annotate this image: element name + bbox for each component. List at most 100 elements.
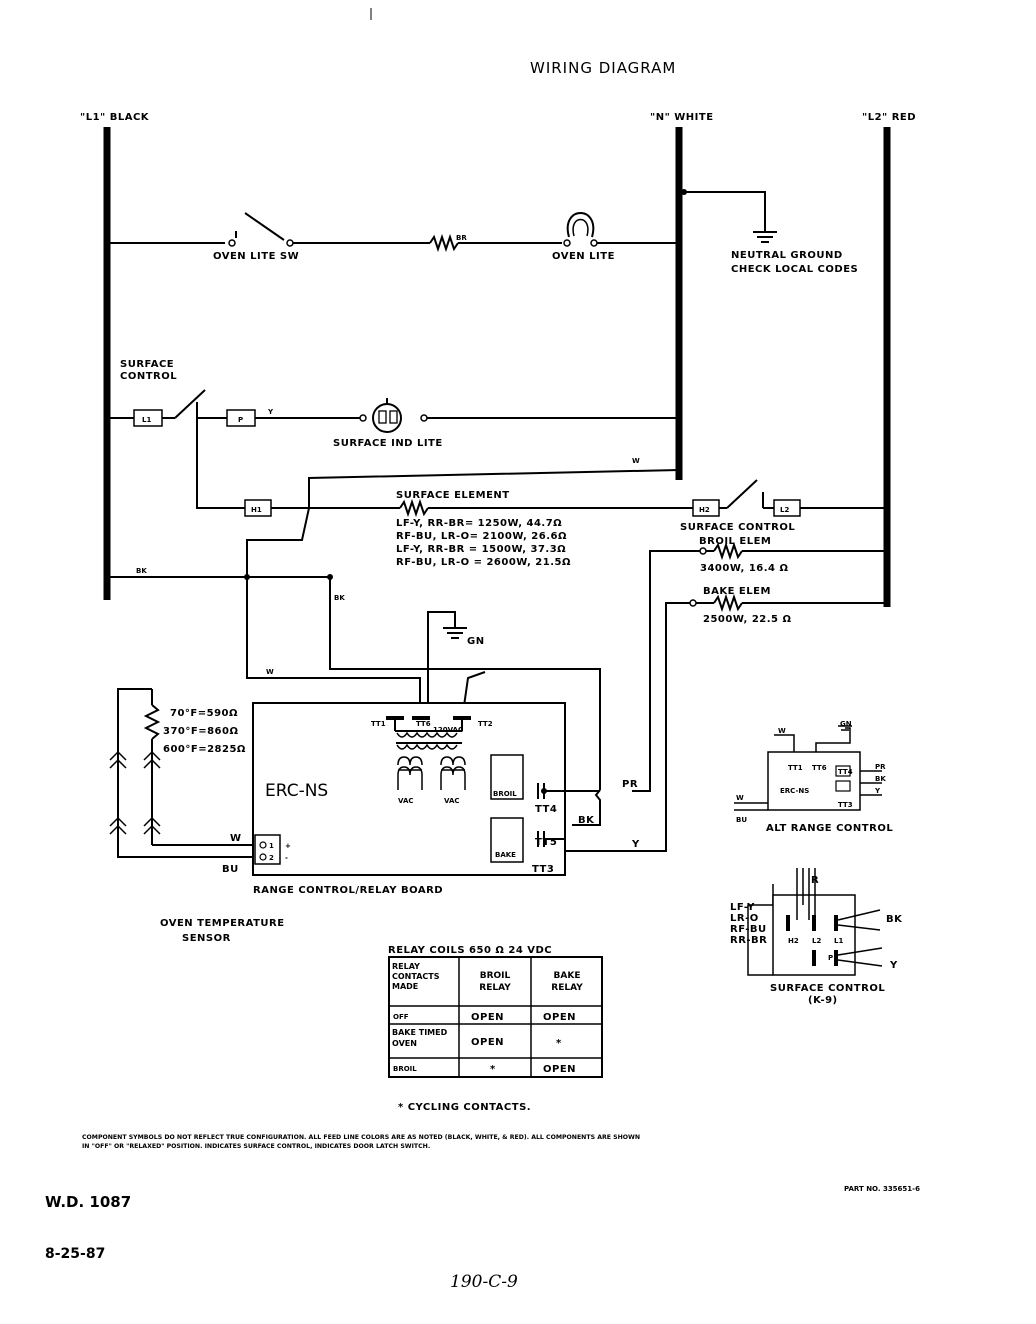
br-wire-label: BR xyxy=(456,234,467,242)
relay-col-bake: BAKE RELAY xyxy=(551,971,583,993)
tt5-label: TT5 xyxy=(535,837,557,848)
k9-caption-2: (K-9) xyxy=(808,995,838,1006)
oven-lite-circuit xyxy=(104,212,682,253)
h1-box-label: H1 xyxy=(251,506,262,514)
surface-element-circuit xyxy=(196,418,890,518)
tt4-label: TT4 xyxy=(535,804,557,815)
k9-legend-1: LF-Y xyxy=(730,902,755,913)
surface-control-label-2: CONTROL xyxy=(120,371,177,382)
k9-legend-2: LR-O xyxy=(730,913,759,924)
broil-relay-small-label: BROIL xyxy=(493,790,517,798)
relay-footnote: * CYCLING CONTACTS. xyxy=(398,1102,531,1113)
neutral-ground-label: NEUTRAL GROUND xyxy=(731,250,843,261)
bake-spec-label: 2500W, 22.5 Ω xyxy=(703,614,791,625)
k9-caption-1: SURFACE CONTROL xyxy=(770,983,885,994)
temp-2825-label: 600°F=2825Ω xyxy=(163,744,246,755)
relay-bake-broil: OPEN xyxy=(471,1037,504,1048)
date: 8-25-87 xyxy=(45,1246,105,1262)
relay-col-contacts: RELAY CONTACTS MADE xyxy=(392,962,440,991)
w-left-label: W xyxy=(266,668,274,676)
alt-w-side-label: W xyxy=(736,794,744,802)
relay-broil-broil: * xyxy=(490,1064,496,1075)
alt-pr-label: PR xyxy=(875,763,886,771)
k9-bk-label: BK xyxy=(886,914,903,925)
alt-erc-label: ERC-NS xyxy=(780,787,809,795)
tt6-label: TT6 xyxy=(416,720,431,728)
k9-l1-label: L1 xyxy=(834,937,843,945)
diagram-title: WIRING DIAGRAM xyxy=(530,59,676,77)
pin2-label: 2 xyxy=(269,854,274,862)
broil-element-circuit xyxy=(632,541,890,792)
vac-a-label: VAC xyxy=(398,797,414,805)
bake-element-circuit xyxy=(565,593,890,852)
alt-tt6-label: TT6 xyxy=(812,764,827,772)
n-label: "N" WHITE xyxy=(650,112,714,123)
surface-element-spec-1: LF-Y, RR-BR= 1250W, 44.7Ω xyxy=(396,518,562,529)
k9-l2-label: L2 xyxy=(812,937,821,945)
alt-y-label: Y xyxy=(874,787,881,795)
temp-590-label: 70°F=590Ω xyxy=(170,708,238,719)
alt-bu-side-label: BU xyxy=(736,816,747,824)
wd-number: W.D. 1087 xyxy=(45,1193,131,1211)
relay-off-broil: OPEN xyxy=(471,1012,504,1023)
broil-spec-label: 3400W, 16.4 Ω xyxy=(700,563,788,574)
alt-w-top-label: W xyxy=(778,727,786,735)
erc-ns-label: ERC-NS xyxy=(265,781,328,801)
transformer-ground xyxy=(427,611,467,720)
relay-table xyxy=(388,956,603,1078)
tt2-label: TT2 xyxy=(478,720,493,728)
k9-h2-label: H2 xyxy=(788,937,799,945)
l1-label: "L1" BLACK xyxy=(80,112,150,123)
bk-feed-wires xyxy=(104,507,601,826)
pr-wire-label: PR xyxy=(622,779,638,790)
h2-box-label: H2 xyxy=(699,506,710,514)
p-box-label: P xyxy=(238,416,243,424)
k9-y-label: Y xyxy=(889,960,898,971)
tt3-label: TT3 xyxy=(532,864,554,875)
surface-element-spec-2: RF-BU, LR-O= 2100W, 26.6Ω xyxy=(396,531,567,542)
alt-tt4-label: TT4 xyxy=(838,768,853,776)
oven-lite-sw-label: OVEN LITE SW xyxy=(213,251,299,262)
relay-row-bake: BAKE TIMED OVEN xyxy=(392,1028,448,1048)
relay-table-header: RELAY COILS 650 Ω 24 VDC xyxy=(388,945,552,956)
relay-off-bake: OPEN xyxy=(543,1012,576,1023)
alt-gn-label: GN xyxy=(840,720,852,728)
check-local-codes-label: CHECK LOCAL CODES xyxy=(731,264,858,275)
oven-lite-label: OVEN LITE xyxy=(552,251,615,262)
oven-temp-label-2: SENSOR xyxy=(182,933,231,944)
w-wire-label-1: W xyxy=(632,457,640,465)
temp-860-label: 370°F=860Ω xyxy=(163,726,238,737)
k9-legend-3: RF-BU xyxy=(730,924,767,935)
neutral-ground xyxy=(681,189,777,243)
note-line-1: COMPONENT SYMBOLS DO NOT REFLECT TRUE CO… xyxy=(82,1134,640,1141)
w-sensor-label: W xyxy=(230,833,242,844)
l2-label: "L2" RED xyxy=(862,112,916,123)
bk-board-wire-label: BK xyxy=(578,815,595,826)
y-board-wire-label: Y xyxy=(631,839,640,850)
surface-control-right-label: SURFACE CONTROL xyxy=(680,522,795,533)
y-wire-label-1: Y xyxy=(267,408,274,416)
alt-tt1-label: TT1 xyxy=(788,764,803,772)
alt-bk-label: BK xyxy=(875,775,886,783)
pin1-label: 1 xyxy=(269,842,274,850)
alt-tt3-label: TT3 xyxy=(838,801,853,809)
bu-sensor-label: BU xyxy=(222,864,239,875)
relay-row-off: OFF xyxy=(393,1013,409,1021)
broil-elem-label: BROIL ELEM xyxy=(699,536,771,547)
tt1-label: TT1 xyxy=(371,720,386,728)
k9-p-label: P xyxy=(828,954,833,962)
relay-broil-bake: OPEN xyxy=(543,1064,576,1075)
l2-box-label: L2 xyxy=(780,506,789,514)
relay-bake-bake: * xyxy=(556,1038,562,1049)
gn-label: GN xyxy=(467,636,485,647)
note-line-2: IN "OFF" OR "RELAXED" POSITION. INDICATE… xyxy=(82,1143,430,1150)
part-no: PART NO. 335651-6 xyxy=(844,1185,920,1193)
range-control-board xyxy=(252,702,600,876)
bake-relay-small-label: BAKE xyxy=(495,851,516,859)
l1-box-label: L1 xyxy=(142,416,151,424)
surface-control-k9 xyxy=(747,868,883,976)
relay-col-broil: BROIL RELAY xyxy=(479,971,511,993)
handwritten-note: 190-C-9 xyxy=(450,1272,518,1292)
bk-vertical-label: BK xyxy=(334,594,345,602)
